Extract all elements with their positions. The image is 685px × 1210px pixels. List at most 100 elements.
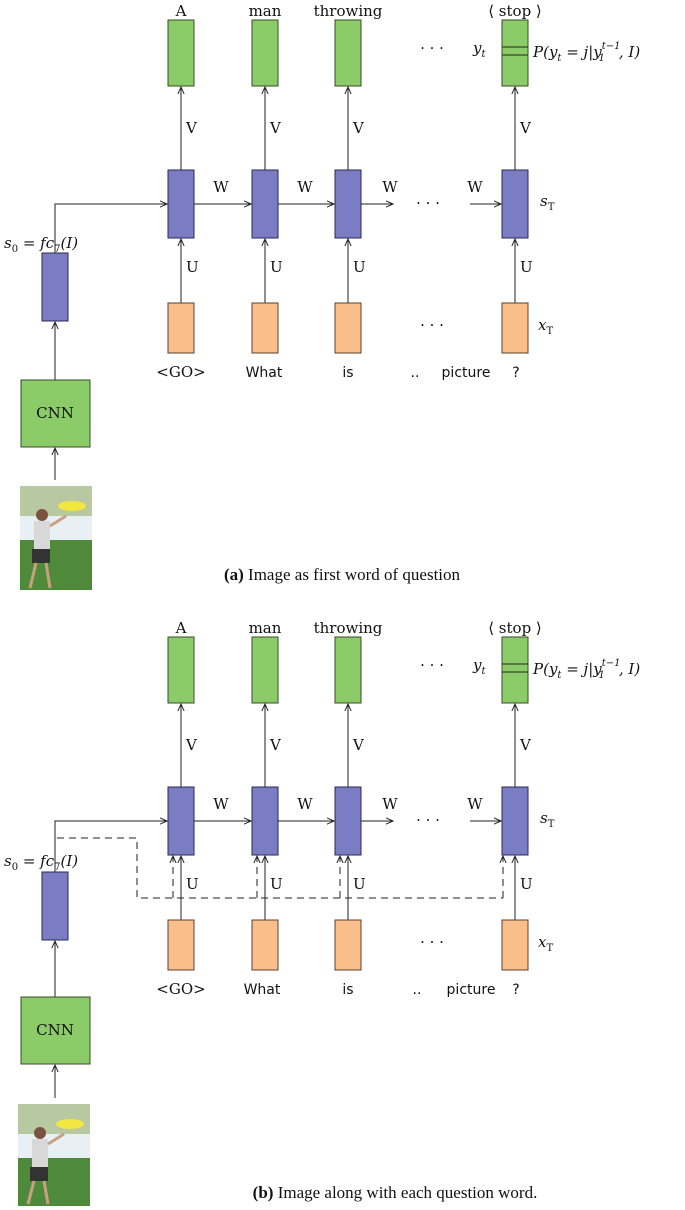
input-word: <GO> (156, 980, 205, 998)
w-label: W (467, 795, 483, 813)
s-T-label: sT (540, 809, 555, 830)
input-word: picture (447, 982, 496, 998)
u-label: U (186, 875, 199, 893)
input-photo (18, 1104, 90, 1206)
y-t-label: yt (472, 656, 486, 677)
u-label: U (270, 258, 283, 276)
w-label: W (213, 795, 229, 813)
u-label: U (353, 875, 366, 893)
output-word: A (175, 2, 187, 20)
input-word-ellipsis: .. (411, 365, 420, 381)
v-label: V (185, 736, 198, 754)
v-label: V (269, 736, 282, 754)
input-word: is (342, 365, 353, 381)
v-label: V (519, 736, 532, 754)
output-word: man (249, 2, 282, 20)
input-box (167, 302, 195, 354)
output-box (251, 636, 279, 704)
output-box (334, 19, 362, 87)
output-box (334, 636, 362, 704)
input-box (334, 919, 362, 971)
s0-label: s0 = fc7(I) (4, 234, 78, 255)
s0-label: s0 = fc7(I) (4, 852, 78, 873)
cnn-box (20, 379, 91, 448)
input-word-ellipsis: .. (413, 982, 422, 998)
x-T-label: xT (538, 933, 553, 954)
cnn-box (20, 996, 91, 1065)
input-word: picture (442, 365, 491, 381)
w-label: W (382, 178, 398, 196)
v-label: V (519, 119, 532, 137)
ellipsis: · · · (416, 811, 440, 829)
u-label: U (353, 258, 366, 276)
output-word: A (175, 619, 187, 637)
hidden-state-box (251, 786, 279, 856)
ellipsis: · · · (420, 933, 444, 951)
hidden-state-box (334, 169, 362, 239)
hidden-state-box (501, 786, 529, 856)
output-word: throwing (314, 619, 383, 637)
u-label: U (520, 258, 533, 276)
output-box (251, 19, 279, 87)
output-box (501, 19, 529, 87)
output-box (167, 19, 195, 87)
w-label: W (213, 178, 229, 196)
w-label: W (297, 178, 313, 196)
input-word: ? (512, 365, 519, 381)
frisbee (58, 501, 86, 511)
caption-a: (a) Image as first word of question (224, 565, 461, 584)
image-feature-arrow (54, 821, 167, 872)
input-box (251, 302, 279, 354)
v-label: V (352, 119, 365, 137)
w-label: W (297, 795, 313, 813)
panel-a: A man throwing ⟨ stop ⟩ · · · yt P(yt = … (4, 2, 640, 590)
input-word: <GO> (156, 363, 205, 381)
panel-b: A man throwing ⟨ stop ⟩ · · · yt P(yt = … (4, 619, 640, 1206)
v-label: V (185, 119, 198, 137)
x-T-label: xT (538, 316, 553, 337)
input-box (167, 919, 195, 971)
output-word: throwing (314, 2, 383, 20)
hidden-state-box (251, 169, 279, 239)
cnn-label: CNN (36, 1021, 74, 1039)
ellipsis: · · · (420, 656, 444, 674)
output-box (501, 636, 529, 704)
output-box (167, 636, 195, 704)
cnn-label: CNN (36, 404, 74, 422)
s-T-label: sT (540, 192, 555, 213)
hidden-state-box (501, 169, 529, 239)
input-box (501, 302, 529, 354)
y-t-label: yt (472, 39, 486, 60)
v-label: V (269, 119, 282, 137)
image-feature-arrow (54, 204, 167, 253)
input-word: is (342, 982, 353, 998)
frisbee (56, 1119, 84, 1129)
u-label: U (186, 258, 199, 276)
output-word-stop: ⟨ stop ⟩ (488, 2, 542, 20)
fc7-box (41, 252, 69, 322)
u-label: U (270, 875, 283, 893)
hidden-state-box (167, 169, 195, 239)
caption-b: (b) Image along with each question word. (253, 1183, 538, 1202)
input-box (251, 919, 279, 971)
w-label: W (467, 178, 483, 196)
w-label: W (382, 795, 398, 813)
input-word: ? (512, 982, 519, 998)
hidden-state-box (334, 786, 362, 856)
u-label: U (520, 875, 533, 893)
ellipsis: · · · (420, 39, 444, 57)
ellipsis: · · · (420, 316, 444, 334)
input-box (334, 302, 362, 354)
output-word-stop: ⟨ stop ⟩ (488, 619, 542, 637)
ellipsis: · · · (416, 194, 440, 212)
output-word: man (249, 619, 282, 637)
input-word: What (244, 982, 281, 998)
input-word: What (246, 365, 283, 381)
hidden-state-box (167, 786, 195, 856)
input-photo (20, 486, 92, 590)
v-label: V (352, 736, 365, 754)
fc7-box (41, 871, 69, 941)
